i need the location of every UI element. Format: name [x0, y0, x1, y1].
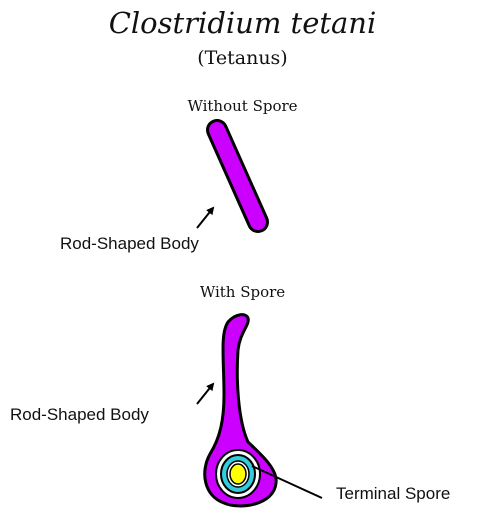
- rod-cell-without-spore: [217, 130, 258, 222]
- spore-core: [230, 464, 246, 484]
- arrow-rod-bottom: [197, 384, 213, 404]
- drumstick-cell-with-spore: [205, 315, 276, 506]
- rod-body-fill: [217, 130, 258, 222]
- arrow-rod-top: [197, 208, 213, 228]
